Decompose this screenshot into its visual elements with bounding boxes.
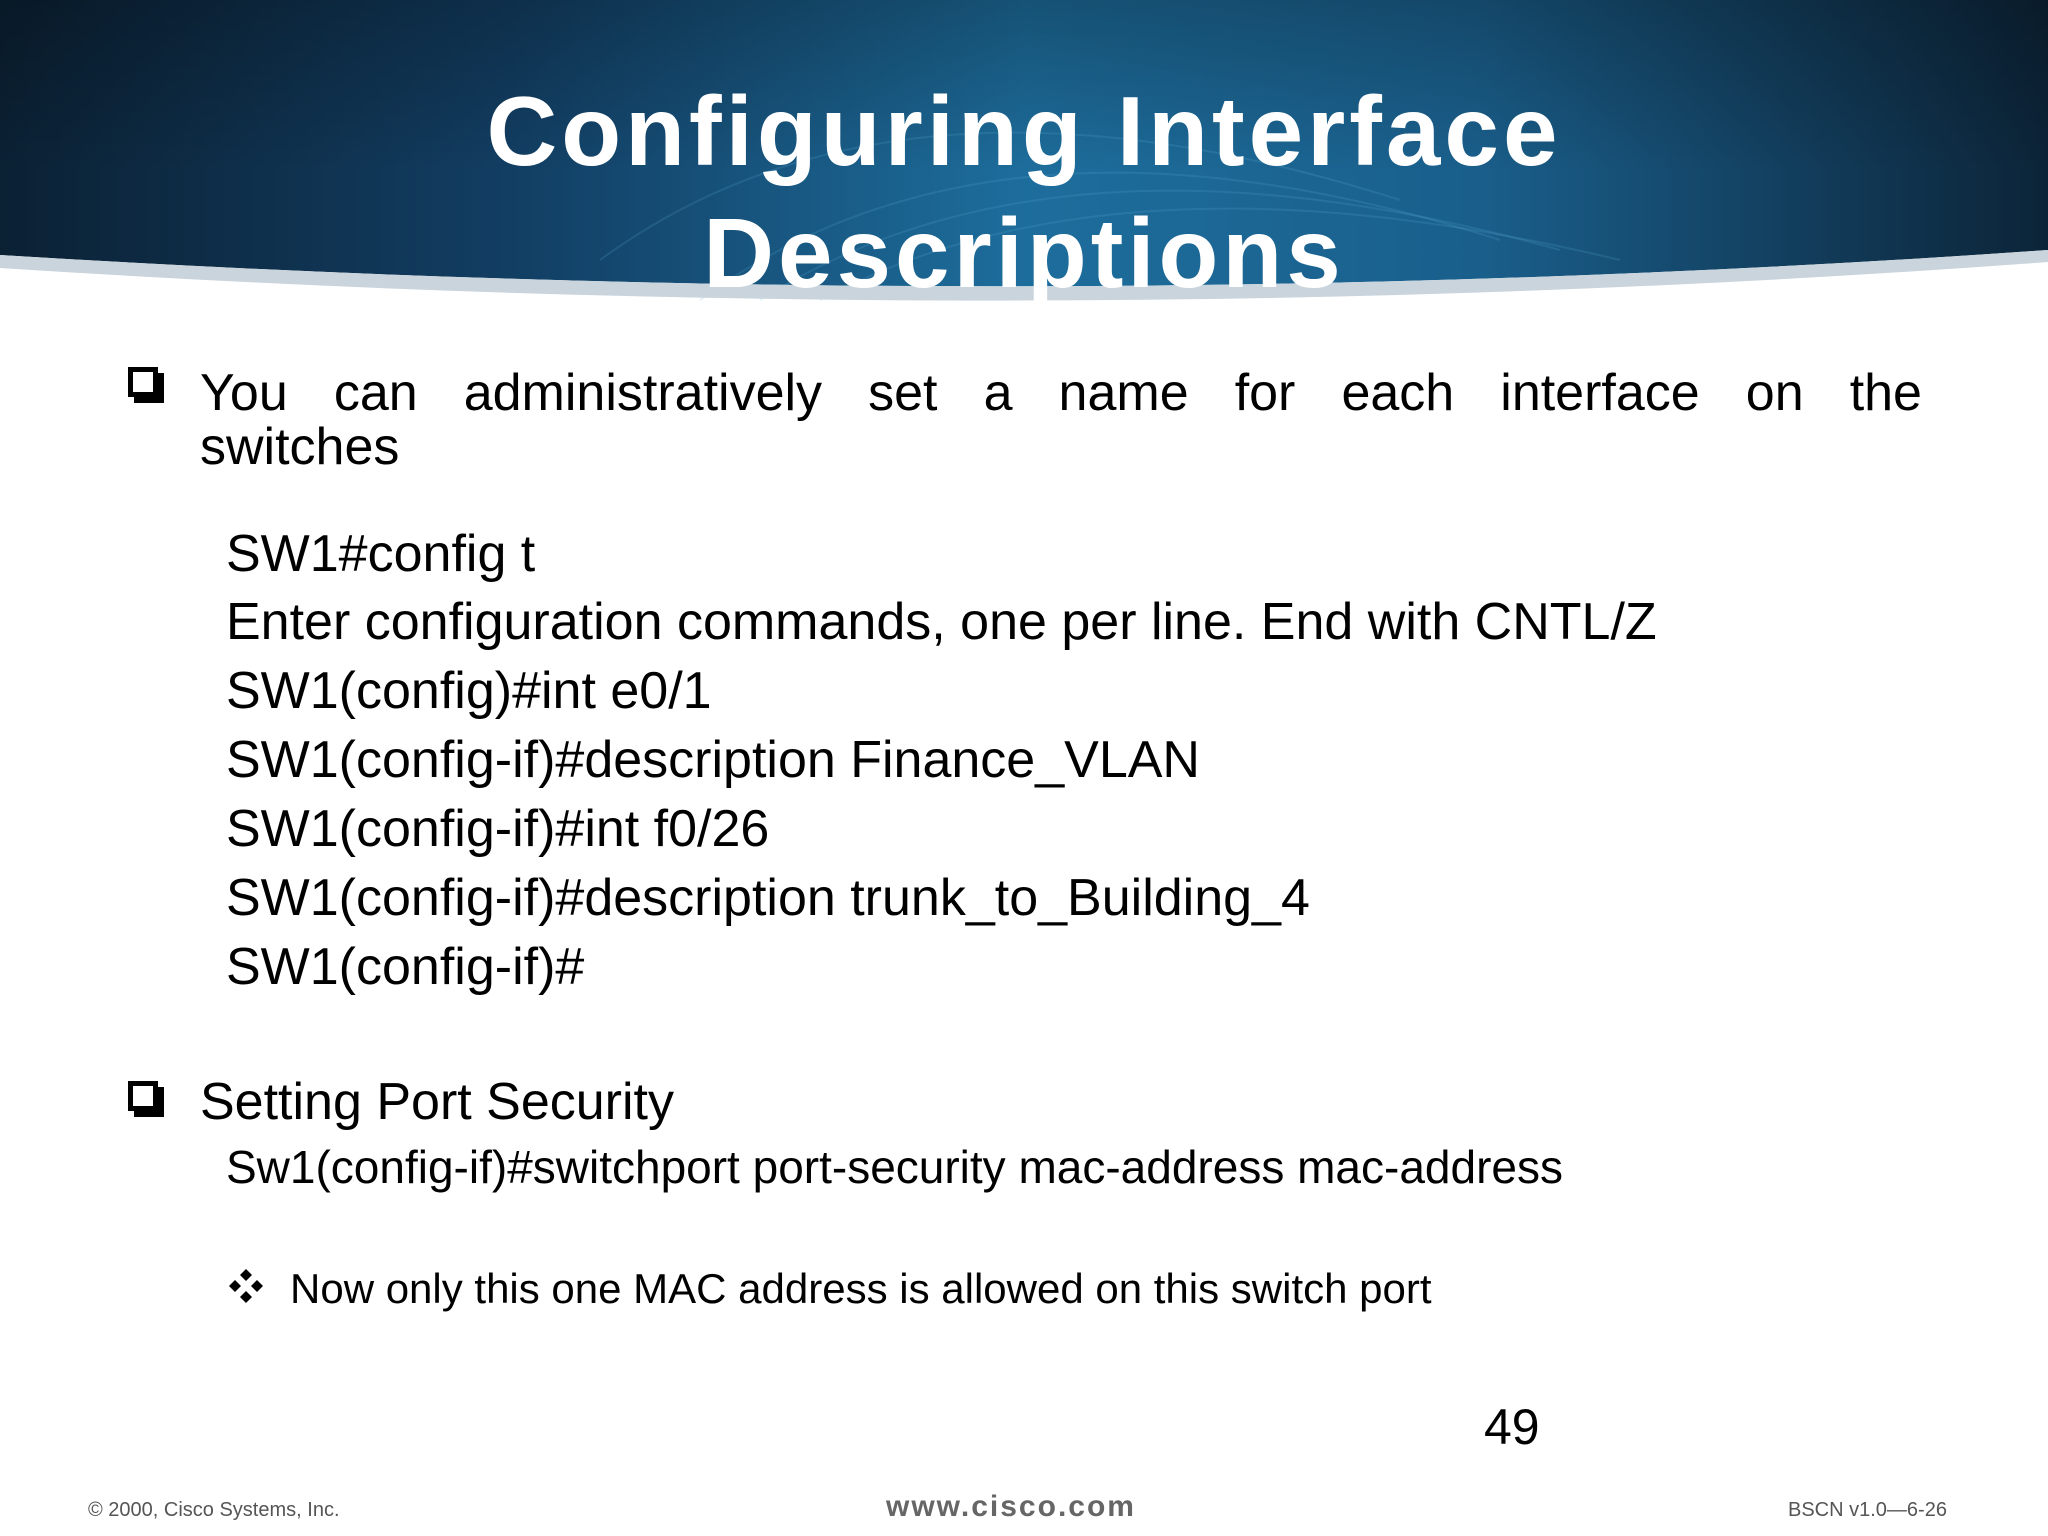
header-banner xyxy=(0,0,2048,301)
title-line-2: Descriptions xyxy=(703,198,1345,308)
word: on xyxy=(1745,364,1804,422)
command-line: Enter configuration commands, one per li… xyxy=(226,593,1657,651)
command-line: SW1(config-if)#int f0/26 xyxy=(226,800,770,858)
word: each xyxy=(1341,364,1455,422)
command-line: SW1#config t xyxy=(226,525,536,583)
checkbox-bullet-icon xyxy=(128,1081,158,1111)
title-line-1: Configuring Interface xyxy=(486,76,1562,186)
word: You xyxy=(200,364,288,422)
command-line: SW1(config-if)#description trunk_to_Buil… xyxy=(226,869,1310,927)
word: set xyxy=(868,364,938,422)
footer-course-code: BSCN v1.0—6-26 xyxy=(1788,1499,1947,1521)
slide-title: Configuring Interface Descriptions xyxy=(0,70,2048,314)
word: name xyxy=(1058,364,1189,422)
command-line: SW1(config-if)# xyxy=(226,938,585,996)
page-number: 49 xyxy=(1484,1399,1540,1455)
sub-bullet-text: Now only this one MAC address is allowed… xyxy=(290,1265,1432,1312)
port-security-command: Sw1(config-if)#switchport port-security … xyxy=(226,1141,1563,1193)
word: interface xyxy=(1500,364,1700,422)
footer-copyright: © 2000, Cisco Systems, Inc. xyxy=(88,1499,340,1521)
bullet-1-line-1: You can administratively set a name for … xyxy=(200,366,1922,420)
word: can xyxy=(333,364,418,422)
footer-url: www.cisco.com xyxy=(886,1490,1136,1523)
bullet-1-line-2: switches xyxy=(200,418,400,476)
word: the xyxy=(1849,364,1922,422)
word: administratively xyxy=(463,364,823,422)
command-line: SW1(config-if)#description Finance_VLAN xyxy=(226,731,1200,789)
word: for xyxy=(1234,364,1296,422)
word: a xyxy=(983,364,1013,422)
command-line: SW1(config)#int e0/1 xyxy=(226,662,712,720)
bullet-2-text: Setting Port Security xyxy=(200,1073,674,1131)
four-diamond-bullet-icon xyxy=(229,1269,263,1303)
checkbox-bullet-icon xyxy=(128,367,158,397)
